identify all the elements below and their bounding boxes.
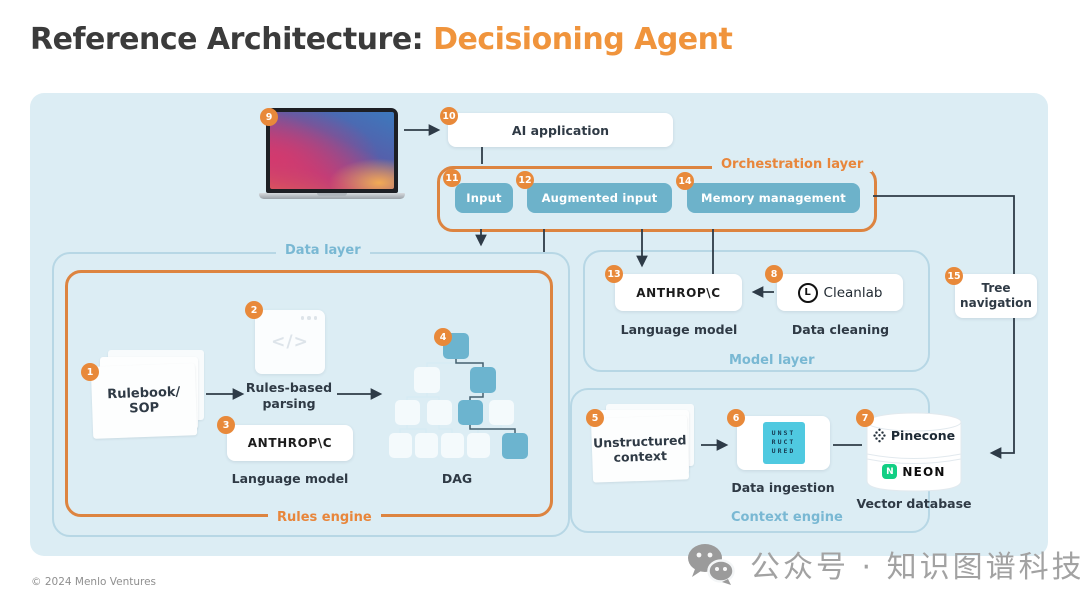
anthropic-rules-box: ANTHROP\C [227, 425, 353, 461]
laptop-wallpaper [270, 112, 394, 189]
copyright-text: © 2024 Menlo Ventures [31, 576, 157, 588]
step-badge-5: 5 [586, 409, 604, 427]
step-badge-2: 2 [245, 301, 263, 319]
page-title: Reference Architecture: Decisioning Agen… [30, 22, 733, 57]
rulebook-label-line1: Rulebook/ [106, 384, 181, 403]
pinecone-logo-text: Pinecone [890, 428, 956, 443]
cleanlab-icon: L [797, 282, 818, 303]
ai-application-box: AI application [448, 113, 673, 147]
step-badge-6: 6 [727, 409, 745, 427]
neon-logo-row: N NEON [866, 464, 962, 479]
unstructured-context-icon: Unstructured context [590, 404, 698, 488]
neon-logo-text: NEON [902, 464, 946, 479]
rules-engine-label: Rules engine [268, 510, 381, 525]
step-badge-12: 12 [516, 171, 534, 189]
step-badge-13: 13 [605, 265, 623, 283]
rules-parsing-caption-line1: Rules-based [245, 380, 333, 395]
step-badge-3: 3 [217, 416, 235, 434]
tree-navigation-line1: Tree [981, 281, 1011, 295]
unstructured-context-line2: context [613, 448, 668, 465]
rulebook-label-line2: SOP [129, 400, 160, 417]
model-language-caption: Language model [620, 322, 738, 337]
orchestration-layer-frame [437, 166, 877, 232]
unstructured-logo-line1: UNST [771, 429, 796, 438]
step-badge-1: 1 [81, 363, 99, 381]
dag-icon [389, 333, 528, 459]
input-node: Input [455, 183, 513, 213]
step-badge-14: 14 [676, 172, 694, 190]
anthropic-logo: ANTHROP\C [247, 436, 333, 450]
data-ingestion-box: UNST RUCT URED [737, 416, 830, 470]
vector-database-caption: Vector database [856, 496, 972, 511]
orchestration-layer-label: Orchestration layer [712, 157, 873, 172]
context-engine-label: Context engine [722, 510, 852, 525]
anthropic-model-logo: ANTHROP\C [636, 285, 721, 300]
laptop-base [259, 193, 405, 199]
language-model-caption: Language model [231, 471, 349, 486]
augmented-input-label: Augmented input [541, 191, 658, 205]
pinecone-icon [873, 428, 886, 443]
input-label: Input [466, 191, 502, 205]
user-device [259, 108, 405, 202]
tree-navigation-line2: navigation [960, 296, 1032, 310]
watermark: 公众号 · 知识图谱科技 [686, 542, 1080, 586]
wechat-icon [688, 544, 735, 585]
unstructured-logo-line2: RUCT [771, 438, 796, 447]
vector-database-cylinder: Pinecone N NEON [866, 412, 962, 496]
model-layer-label: Model layer [720, 353, 824, 368]
step-badge-9: 9 [260, 108, 278, 126]
page-front: Rulebook/ SOP [90, 363, 198, 439]
unstructured-logo-line3: URED [771, 446, 796, 455]
database-cylinder-icon [866, 412, 962, 492]
unstructured-context-line1: Unstructured [592, 432, 687, 451]
dag-caption: DAG [441, 471, 473, 486]
tree-navigation-box: Tree navigation [955, 274, 1037, 318]
step-badge-4: 4 [434, 328, 452, 346]
step-badge-7: 7 [856, 409, 874, 427]
code-glyph: </> [271, 332, 309, 352]
step-badge-10: 10 [440, 107, 458, 125]
memory-management-node: Memory management [687, 183, 860, 213]
data-layer-label: Data layer [276, 243, 370, 258]
ai-application-label: AI application [511, 122, 610, 138]
model-layer-frame [583, 250, 930, 372]
laptop-screen [266, 108, 398, 193]
augmented-input-node: Augmented input [527, 183, 672, 213]
rules-parsing-caption-line2: parsing [262, 396, 316, 412]
cleanlab-logo-wrap: L Cleanlab [797, 282, 883, 303]
data-cleaning-caption: Data cleaning [791, 322, 890, 337]
page-title-highlight: Decisioning Agent [433, 22, 733, 57]
watermark-text: 公众号 · 知识图谱科技 [750, 550, 1080, 585]
tree-navigation-label: Tree navigation [960, 281, 1032, 311]
rules-parsing-caption: Rules-based parsing [229, 380, 349, 413]
page-title-prefix: Reference Architecture: [30, 22, 424, 57]
step-badge-15: 15 [945, 267, 963, 285]
neon-icon: N [882, 464, 898, 479]
anthropic-model-box: ANTHROP\C [615, 274, 742, 311]
rules-parsing-browser-icon: </> [255, 310, 325, 374]
page-front: Unstructured context [590, 415, 690, 483]
unstructured-logo-tile: UNST RUCT URED [762, 422, 805, 464]
data-ingestion-caption: Data ingestion [731, 480, 835, 495]
cleanlab-box: L Cleanlab [777, 274, 903, 311]
step-badge-8: 8 [765, 265, 783, 283]
memory-management-label: Memory management [701, 191, 846, 205]
pinecone-logo-row: Pinecone [866, 428, 962, 443]
rulebook-pages-icon: Rulebook/ SOP [90, 350, 204, 442]
cleanlab-logo-text: Cleanlab [823, 284, 883, 301]
step-badge-11: 11 [443, 169, 461, 187]
browser-dots-icon [300, 316, 317, 320]
